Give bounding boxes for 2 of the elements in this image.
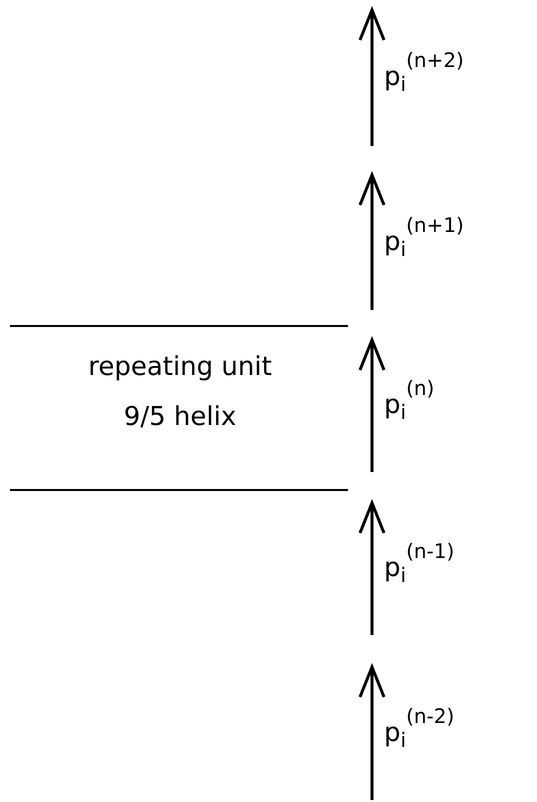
unit-label: repeating unit xyxy=(88,352,272,384)
unit-label: 9/5 helix xyxy=(124,402,236,434)
